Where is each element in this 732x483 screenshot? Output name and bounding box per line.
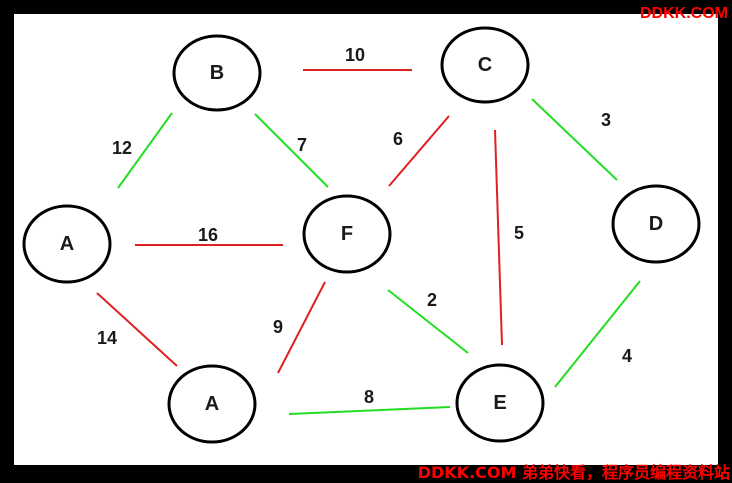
edge-f-e [387,289,469,354]
edge-weight-label: 3 [601,110,611,130]
graph-canvas: 10 12 7 6 3 16 5 2 4 14 9 8 B C A F D A E [14,14,718,465]
node-label: D [649,213,663,235]
edge-d-e [554,280,641,388]
node-c [440,26,530,104]
graph-diagram: 10 12 7 6 3 16 5 2 4 14 9 8 B C A F D A E [22,26,701,444]
edge-weight-label: 12 [112,138,132,158]
edge-a2-e [288,406,451,415]
node-d [611,184,701,264]
node-label: F [341,223,353,245]
edge-weight-label: 16 [198,225,218,245]
node-b [172,34,262,112]
edge-weight-label: 6 [393,129,403,149]
edge-weight-label: 10 [345,45,365,65]
edge-c-d [531,98,618,181]
edge-weight-label: 9 [273,317,283,337]
edge-a1-b [117,112,173,189]
edge-c-e [494,129,503,346]
node-label: C [478,54,492,76]
edge-f-a2 [277,281,326,374]
edge-weight-label: 7 [297,135,307,155]
watermark-bottom: DDKK.COM 弟弟快看，程序员编程资料站 [417,463,730,482]
edge-weight-label: 8 [364,387,374,407]
node-f [302,194,392,274]
edge-b-f [254,113,329,188]
edge-weight-label: 2 [427,290,437,310]
edge-weight-label: 4 [622,346,632,366]
nodes-layer: B C A F D A E [22,26,701,444]
node-label: E [493,392,506,414]
watermark-top: DDKK.COM [640,5,728,22]
edge-f-c [388,115,450,187]
node-a2 [167,364,257,444]
node-label: B [210,62,224,84]
node-label: A [60,233,74,255]
edge-weight-label: 14 [97,328,117,348]
node-a1 [22,204,112,284]
node-e [455,363,545,443]
edge-weight-label: 5 [514,223,524,243]
edge-a1-a2 [96,292,178,367]
node-label: A [205,393,219,415]
edges-layer: 10 12 7 6 3 16 5 2 4 14 9 8 [96,45,641,415]
